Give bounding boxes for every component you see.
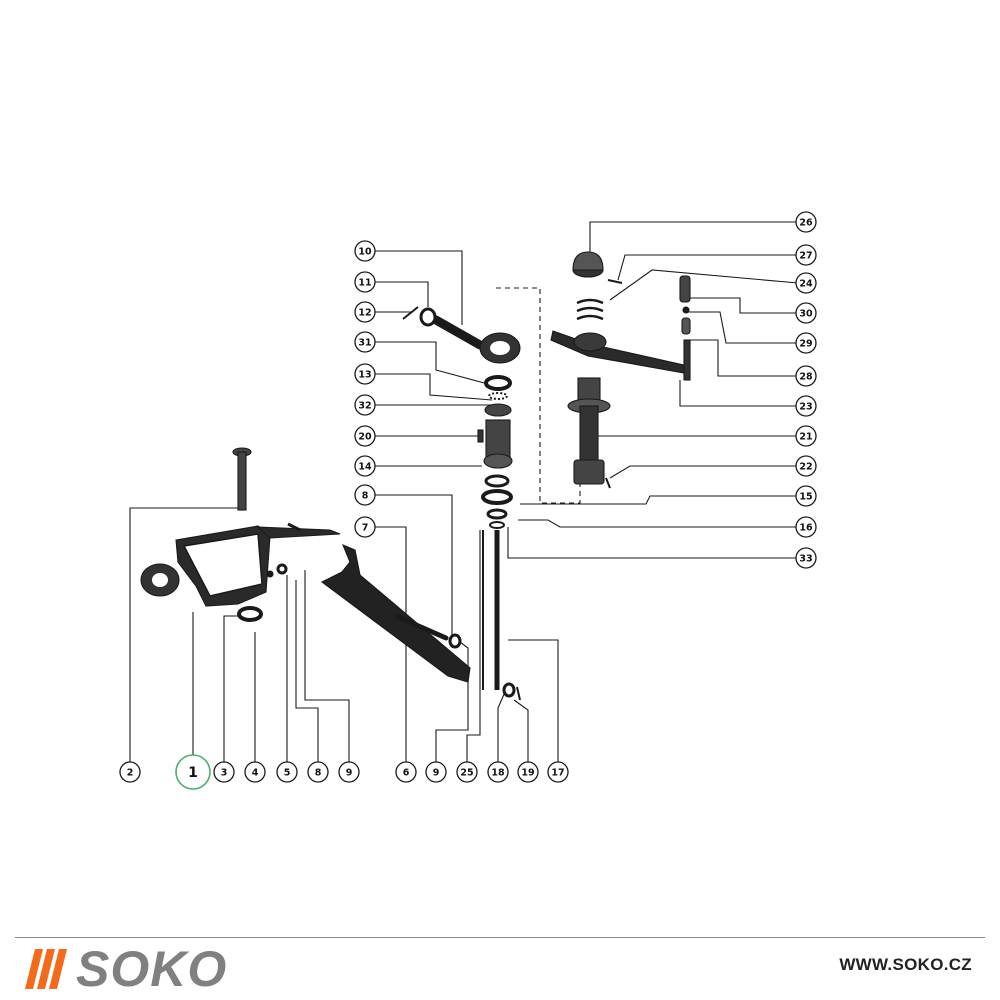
- callout-21[interactable]: 21: [799, 432, 812, 443]
- callout-20[interactable]: 20: [358, 432, 372, 443]
- callout-circles: [119, 211, 817, 783]
- callout-23[interactable]: 23: [799, 402, 812, 413]
- callout-26[interactable]: 26: [799, 218, 813, 229]
- callout-16[interactable]: 16: [799, 523, 813, 534]
- part-drawings: [140, 251, 691, 701]
- callout-31[interactable]: 31: [358, 338, 371, 349]
- callout-28[interactable]: 28: [799, 372, 813, 383]
- website-link[interactable]: WWW.SOKO.CZ: [839, 955, 972, 974]
- callout-32[interactable]: 32: [358, 401, 371, 412]
- callout-8-bottom[interactable]: 8: [315, 768, 322, 779]
- callout-10[interactable]: 10: [358, 247, 372, 258]
- callout-30[interactable]: 30: [799, 309, 813, 320]
- callout-7[interactable]: 7: [362, 523, 369, 534]
- callout-13[interactable]: 13: [358, 370, 371, 381]
- callout-17[interactable]: 17: [551, 768, 564, 779]
- footer-divider: [15, 937, 985, 938]
- callout-33[interactable]: 33: [799, 554, 812, 565]
- highlight-circle-part-1: [175, 754, 211, 790]
- callout-3[interactable]: 3: [221, 768, 228, 779]
- callout-25[interactable]: 25: [460, 768, 473, 779]
- callout-6[interactable]: 6: [403, 768, 410, 779]
- callout-27[interactable]: 27: [799, 251, 812, 262]
- callout-29[interactable]: 29: [799, 339, 812, 350]
- callout-1[interactable]: 1: [188, 765, 198, 781]
- callout-14[interactable]: 14: [358, 462, 372, 473]
- callout-24[interactable]: 24: [799, 279, 813, 290]
- callout-9-second[interactable]: 9: [433, 768, 440, 779]
- logo-stripes-icon: [25, 949, 67, 989]
- callout-5[interactable]: 5: [284, 768, 291, 779]
- soko-logo[interactable]: SOKO: [25, 941, 228, 997]
- callout-4[interactable]: 4: [252, 768, 259, 779]
- callout-2[interactable]: 2: [127, 768, 134, 779]
- callout-9[interactable]: 9: [346, 768, 353, 779]
- brand-name: SOKO: [76, 941, 228, 997]
- callout-numbers: 26 27 24 30 29 28 23 21 22 15 16 33 10 1…: [127, 218, 813, 782]
- callout-8-top[interactable]: 8: [362, 491, 369, 502]
- callout-11[interactable]: 11: [358, 278, 371, 289]
- callout-19[interactable]: 19: [521, 768, 534, 779]
- leader-lines: [129, 221, 799, 762]
- callout-15[interactable]: 15: [799, 492, 812, 503]
- callout-12[interactable]: 12: [358, 308, 371, 319]
- callout-18[interactable]: 18: [491, 768, 505, 779]
- callout-22[interactable]: 22: [799, 462, 812, 473]
